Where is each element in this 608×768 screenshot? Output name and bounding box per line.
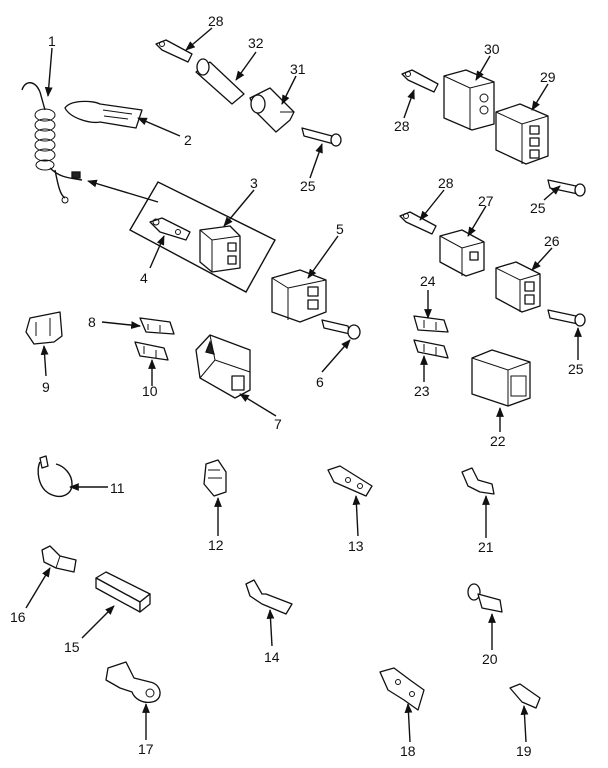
callout-3: 3 [250, 175, 258, 191]
callout-1: 1 [48, 33, 56, 49]
part-15-housing [95, 571, 151, 613]
callout-25-b: 25 [530, 200, 546, 216]
callout-5: 5 [336, 221, 344, 237]
part-1-wire-harness [21, 82, 83, 204]
part-28-terminal [399, 211, 437, 235]
callout-28-c: 28 [438, 175, 454, 191]
callout-12: 12 [208, 537, 224, 553]
part-23-terminal [413, 339, 449, 359]
part-31-sleeve [249, 87, 295, 133]
callout-25-c: 25 [568, 361, 584, 377]
part-24-terminal [413, 315, 449, 333]
part-17-ring-terminal [105, 661, 161, 704]
callout-labels: 1 2 3 4 5 6 7 8 9 10 11 12 13 14 15 16 1… [10, 13, 584, 759]
callout-13: 13 [348, 538, 364, 554]
leader-lines [25, 27, 582, 743]
part-18-terminal [379, 667, 425, 711]
part-25-pin-terminal [547, 179, 586, 197]
callout-19: 19 [516, 743, 532, 759]
callout-28-a: 28 [208, 13, 224, 29]
callout-17: 17 [138, 741, 154, 757]
callout-14: 14 [264, 649, 280, 665]
callout-16: 16 [10, 609, 26, 625]
callout-20: 20 [482, 651, 498, 667]
part-12-terminal [203, 459, 227, 497]
part-4-terminals [149, 217, 191, 241]
callout-9: 9 [42, 379, 50, 395]
callout-28-b: 28 [394, 118, 410, 134]
part-9-clip [25, 311, 63, 345]
callout-4: 4 [140, 270, 148, 286]
part-3-connector [199, 225, 241, 273]
part-25-pin-terminal [547, 309, 586, 327]
part-25-pin-terminal [301, 127, 342, 147]
part-14-terminal [245, 579, 293, 615]
callout-31: 31 [290, 61, 306, 77]
part-5-connector-block [271, 269, 327, 323]
part-20-terminal [467, 583, 503, 613]
part-3-4-enclosure-box [129, 181, 276, 293]
callout-6: 6 [316, 374, 324, 390]
part-6-pin-terminal [321, 319, 361, 340]
part-19-terminal [509, 683, 541, 709]
callout-27: 27 [478, 193, 494, 209]
callout-26: 26 [544, 233, 560, 249]
callout-10: 10 [142, 383, 158, 399]
part-16-terminal [41, 545, 77, 573]
part-8-terminal [139, 317, 175, 335]
callout-8: 8 [88, 314, 96, 330]
callout-23: 23 [414, 383, 430, 399]
part-29-connector [495, 103, 549, 165]
part-10-terminal [134, 341, 169, 361]
part-13-terminal [327, 465, 373, 497]
callout-2: 2 [184, 132, 192, 148]
part-27-connector [439, 229, 485, 277]
callout-21: 21 [478, 539, 494, 555]
callout-25-a: 25 [300, 178, 316, 194]
part-26-connector [495, 261, 541, 313]
callout-7: 7 [274, 416, 282, 432]
callout-29: 29 [540, 69, 556, 85]
callout-24: 24 [420, 273, 436, 289]
part-30-connector [443, 69, 495, 131]
callout-11: 11 [110, 480, 125, 496]
part-11-clamp [37, 455, 73, 498]
callout-18: 18 [400, 743, 416, 759]
part-7-housing [195, 334, 251, 399]
callout-30: 30 [484, 41, 500, 57]
part-2-tag [64, 100, 143, 129]
part-28-terminal [155, 39, 193, 63]
part-22-housing [471, 349, 531, 407]
callout-32: 32 [248, 35, 264, 51]
callout-22: 22 [490, 433, 506, 449]
part-21-terminal [461, 467, 495, 495]
part-32-tube-sleeve [195, 58, 245, 105]
part-28-terminal [401, 69, 439, 93]
callout-15: 15 [64, 639, 80, 655]
